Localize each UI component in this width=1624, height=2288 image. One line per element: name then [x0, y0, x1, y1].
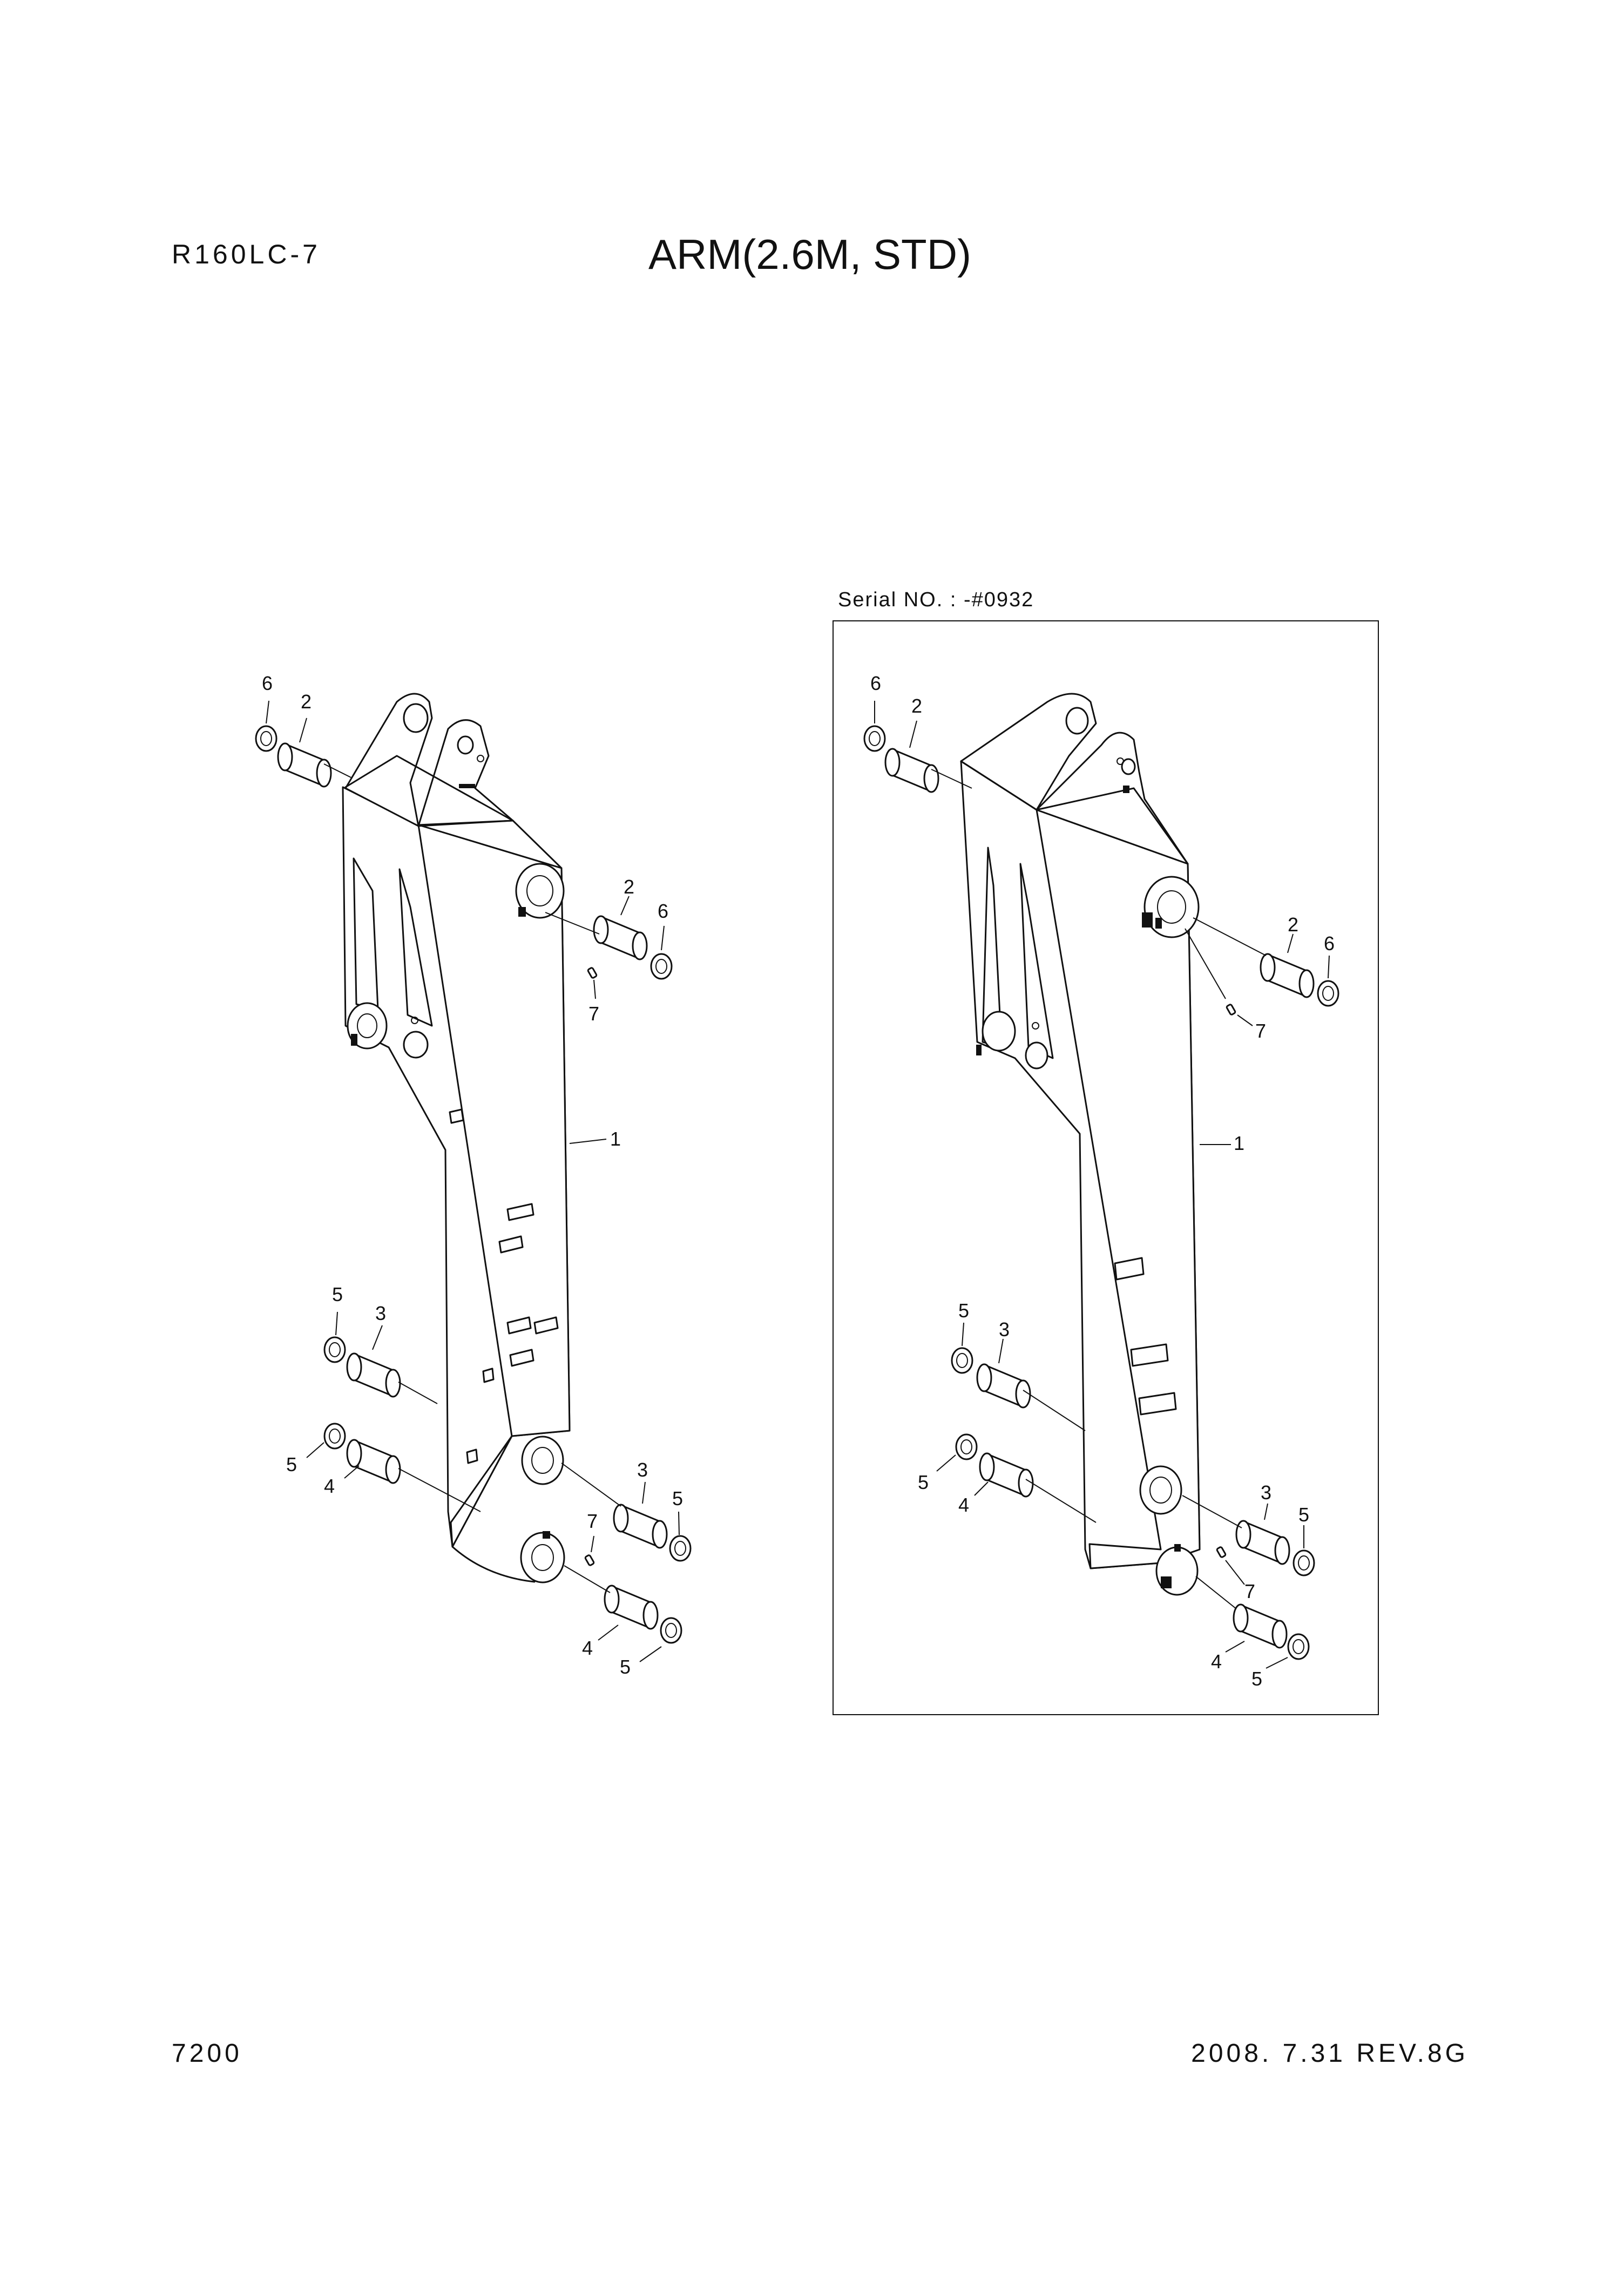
callout-7: 7	[587, 1510, 598, 1532]
page-title: ARM(2.6M, STD)	[648, 231, 972, 278]
callout-6: 6	[870, 672, 881, 694]
callout-5: 5	[918, 1471, 929, 1493]
callout-3: 3	[999, 1318, 1010, 1341]
callout-3: 3	[375, 1302, 386, 1324]
callout-5: 5	[958, 1299, 969, 1322]
arm-right-view: 6 2 2 6 7 1 5 3 5 4 3 5 7 4 5	[863, 672, 1339, 1690]
callout-4: 4	[324, 1475, 335, 1497]
callout-4: 4	[582, 1637, 593, 1659]
serial-variant-frame	[833, 620, 1379, 1715]
callout-6: 6	[658, 900, 668, 922]
callout-1: 1	[1234, 1132, 1244, 1154]
callout-3: 3	[637, 1459, 648, 1481]
callout-7: 7	[588, 1003, 599, 1025]
callout-2: 2	[624, 876, 634, 898]
revision-date: 2008. 7.31 REV.8G	[1191, 2039, 1469, 2068]
arm-front-face	[1036, 809, 1201, 1569]
callout-5: 5	[286, 1453, 297, 1475]
callout-7: 7	[1255, 1020, 1266, 1042]
page-number: 7200	[172, 2039, 242, 2068]
callout-5: 5	[672, 1487, 683, 1509]
arm-left-view: 6 2 2 6 7 1 5 3 5 4 7 3 5 4 5	[255, 672, 692, 1678]
callout-2: 2	[301, 691, 312, 713]
upper-boss	[515, 863, 565, 919]
arm-front-face	[417, 824, 571, 1548]
callout-5: 5	[332, 1283, 343, 1305]
callout-4: 4	[1211, 1650, 1222, 1673]
callout-3: 3	[1261, 1481, 1271, 1504]
callout-5: 5	[620, 1656, 631, 1678]
callout-2: 2	[1288, 913, 1298, 936]
callout-2: 2	[911, 695, 922, 717]
callout-6: 6	[1324, 932, 1335, 955]
callout-1: 1	[610, 1128, 621, 1150]
serial-number-label: Serial NO. : -#0932	[838, 588, 1034, 611]
callout-4: 4	[958, 1494, 969, 1516]
callout-6: 6	[262, 672, 273, 694]
model-code: R160LC-7	[172, 239, 321, 269]
callout-5: 5	[1298, 1504, 1309, 1526]
callout-5: 5	[1251, 1668, 1262, 1690]
callout-7: 7	[1244, 1580, 1255, 1602]
